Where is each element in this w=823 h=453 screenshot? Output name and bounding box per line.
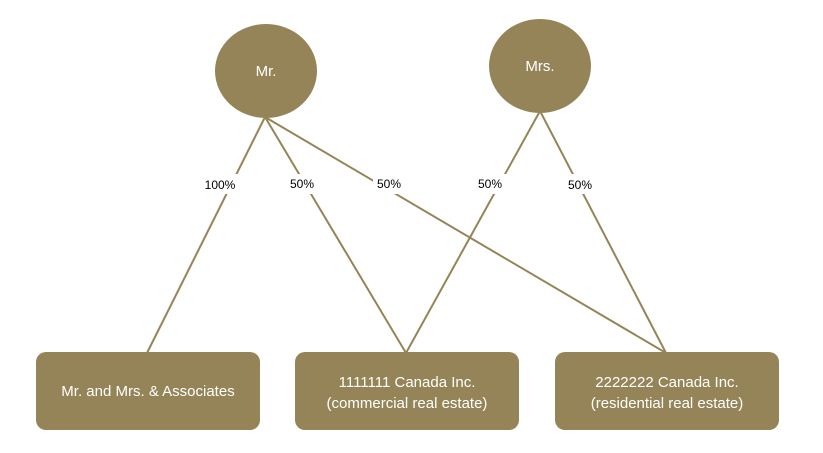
pct-label-mrs-commercial: 50% (474, 174, 506, 194)
entity-label-commercial-type: (commercial real estate) (327, 395, 488, 412)
owner-node-mr: Mr. (215, 24, 317, 118)
entity-label-residential-type: (residential real estate) (591, 395, 744, 412)
ownership-labels: 100% 50% 50% 50% 50% (200, 174, 596, 194)
entity-label-residential-name: 2222222 Canada Inc. (595, 374, 738, 391)
pct-label-mrs-residential: 50% (564, 174, 596, 194)
line-mr-residential (264, 116, 667, 354)
pct-text-mrs-commercial: 50% (478, 177, 502, 191)
entity-label-commercial-name: 1111111 Canada Inc. (339, 374, 476, 391)
pct-label-mr-associates: 100% (200, 174, 240, 194)
line-mr-associates (146, 116, 266, 354)
pct-label-mr-residential: 50% (373, 174, 405, 194)
entity-node-residential: 2222222 Canada Inc. (residential real es… (555, 352, 779, 430)
line-mr-commercial (264, 116, 407, 354)
pct-text-mr-residential: 50% (377, 177, 401, 191)
pct-text-mr-commercial: 50% (290, 177, 314, 191)
entity-node-associates: Mr. and Mrs. & Associates (36, 352, 260, 430)
pct-label-mr-commercial: 50% (286, 174, 318, 194)
line-mrs-residential (539, 110, 667, 354)
owner-node-mrs: Mrs. (489, 19, 591, 113)
entity-node-commercial: 1111111 Canada Inc. (commercial real est… (295, 352, 519, 430)
owner-label-mrs: Mrs. (525, 58, 554, 75)
entity-label-associates: Mr. and Mrs. & Associates (61, 383, 234, 400)
line-mrs-commercial (405, 110, 541, 354)
pct-text-mrs-residential: 50% (568, 178, 592, 192)
ownership-lines (146, 110, 667, 354)
owner-label-mr: Mr. (256, 63, 277, 80)
pct-text-mr-associates: 100% (205, 178, 236, 192)
